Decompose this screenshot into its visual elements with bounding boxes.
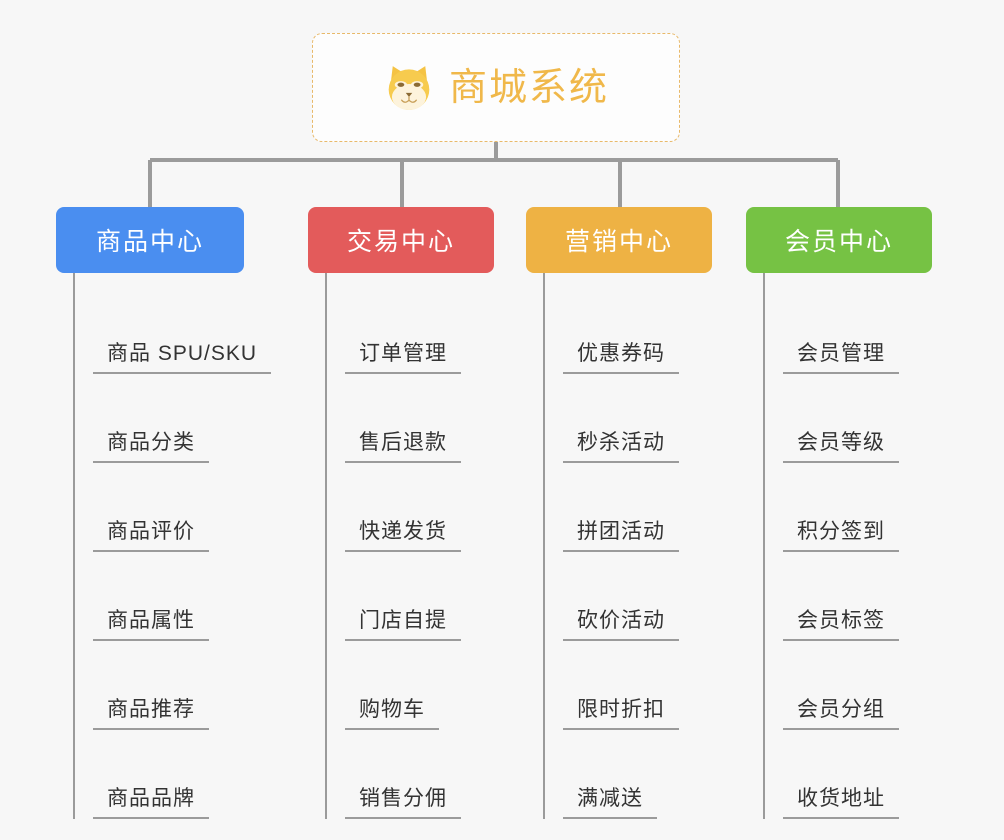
leaf-item[interactable]: 售后退款 <box>345 374 508 463</box>
leaf-item[interactable]: 商品评价 <box>93 463 256 552</box>
branch-header-label: 营销中心 <box>564 228 673 256</box>
root-title: 商城系统 <box>448 66 609 109</box>
branch-header-2[interactable]: 营销中心 <box>526 207 712 273</box>
branch-header-label: 会员中心 <box>784 228 893 256</box>
branch-column-3: 会员中心 会员管理 会员等级 积分签到 会员标签 会员分组 收货地址 <box>746 207 946 819</box>
leaf-label: 会员标签 <box>783 610 899 641</box>
leaf-label: 会员管理 <box>783 343 899 374</box>
branch-leaf-list-1: 订单管理 售后退款 快递发货 门店自提 购物车 销售分佣 <box>325 273 508 819</box>
leaf-label: 销售分佣 <box>345 788 461 819</box>
leaf-item[interactable]: 销售分佣 <box>345 730 508 819</box>
leaf-label: 收货地址 <box>783 788 899 819</box>
leaf-item[interactable]: 拼团活动 <box>563 463 726 552</box>
leaf-item[interactable]: 积分签到 <box>783 463 946 552</box>
leaf-item[interactable]: 商品推荐 <box>93 641 256 730</box>
leaf-label: 拼团活动 <box>563 521 679 552</box>
leaf-label: 订单管理 <box>345 343 461 374</box>
branch-leaf-list-2: 优惠券码 秒杀活动 拼团活动 砍价活动 限时折扣 满减送 <box>543 273 726 819</box>
leaf-label: 优惠券码 <box>563 343 679 374</box>
leaf-label: 商品属性 <box>93 610 209 641</box>
branch-header-0[interactable]: 商品中心 <box>56 207 244 273</box>
branch-header-1[interactable]: 交易中心 <box>308 207 494 273</box>
leaf-label: 售后退款 <box>345 432 461 463</box>
leaf-item[interactable]: 会员管理 <box>783 285 946 374</box>
leaf-item[interactable]: 收货地址 <box>783 730 946 819</box>
leaf-item[interactable]: 秒杀活动 <box>563 374 726 463</box>
leaf-label: 商品分类 <box>93 432 209 463</box>
leaf-item[interactable]: 会员标签 <box>783 552 946 641</box>
leaf-label: 会员等级 <box>783 432 899 463</box>
leaf-label: 满减送 <box>563 788 657 819</box>
leaf-label: 会员分组 <box>783 699 899 730</box>
leaf-item[interactable]: 购物车 <box>345 641 508 730</box>
leaf-item[interactable]: 商品属性 <box>93 552 256 641</box>
leaf-label: 积分签到 <box>783 521 899 552</box>
leaf-label: 商品推荐 <box>93 699 209 730</box>
leaf-item[interactable]: 会员分组 <box>783 641 946 730</box>
leaf-label: 购物车 <box>345 699 439 730</box>
branch-header-label: 商品中心 <box>95 228 204 256</box>
root-node[interactable]: 商城系统 <box>312 33 680 142</box>
branch-header-3[interactable]: 会员中心 <box>746 207 932 273</box>
branch-column-2: 营销中心 优惠券码 秒杀活动 拼团活动 砍价活动 限时折扣 满减送 <box>526 207 726 819</box>
leaf-item[interactable]: 快递发货 <box>345 463 508 552</box>
leaf-item[interactable]: 砍价活动 <box>563 552 726 641</box>
shiba-dog-emoji <box>388 65 430 110</box>
leaf-label: 门店自提 <box>345 610 461 641</box>
leaf-item[interactable]: 商品品牌 <box>93 730 256 819</box>
branch-leaf-list-3: 会员管理 会员等级 积分签到 会员标签 会员分组 收货地址 <box>763 273 946 819</box>
leaf-item[interactable]: 商品 SPU/SKU <box>93 285 272 374</box>
branch-column-1: 交易中心 订单管理 售后退款 快递发货 门店自提 购物车 销售分佣 <box>308 207 508 819</box>
leaf-label: 商品 SPU/SKU <box>93 343 272 374</box>
leaf-item[interactable]: 优惠券码 <box>563 285 726 374</box>
leaf-label: 限时折扣 <box>563 699 679 730</box>
leaf-label: 砍价活动 <box>563 610 679 641</box>
leaf-item[interactable]: 商品分类 <box>93 374 256 463</box>
leaf-item[interactable]: 限时折扣 <box>563 641 726 730</box>
leaf-item[interactable]: 满减送 <box>563 730 726 819</box>
leaf-label: 商品评价 <box>93 521 209 552</box>
leaf-item[interactable]: 订单管理 <box>345 285 508 374</box>
leaf-label: 秒杀活动 <box>563 432 679 463</box>
branch-column-0: 商品中心 商品 SPU/SKU 商品分类 商品评价 商品属性 商品推荐 商品品牌 <box>56 207 272 819</box>
leaf-item[interactable]: 会员等级 <box>783 374 946 463</box>
leaf-item[interactable]: 门店自提 <box>345 552 508 641</box>
branch-header-label: 交易中心 <box>346 228 455 256</box>
branch-leaf-list-0: 商品 SPU/SKU 商品分类 商品评价 商品属性 商品推荐 商品品牌 <box>73 273 272 819</box>
leaf-label: 快递发货 <box>345 521 461 552</box>
leaf-label: 商品品牌 <box>93 788 209 819</box>
